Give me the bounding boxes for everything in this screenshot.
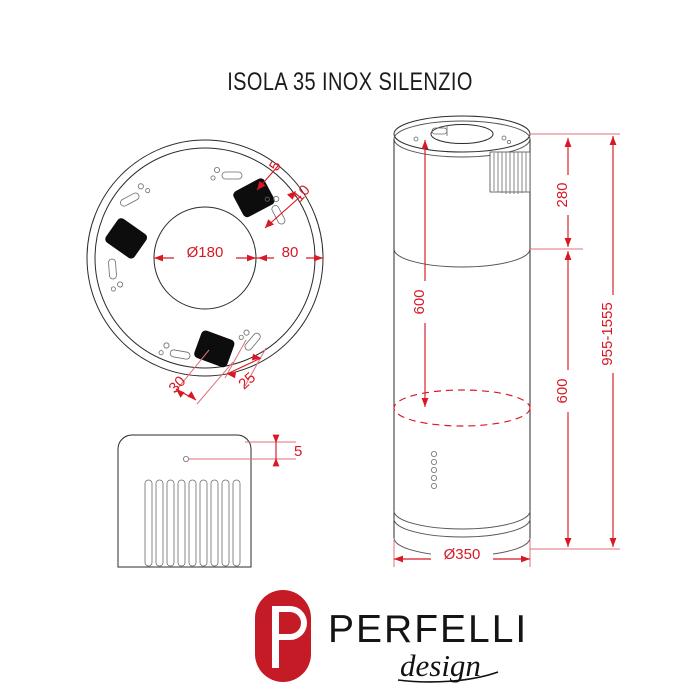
dimension-body-diameter-label: Ø350 (444, 546, 481, 563)
dimension-bracket-depth-label: 30 (165, 373, 189, 397)
base-band-ellipse-mid (393, 518, 531, 538)
dimension-duct-right-label: 600 (554, 378, 571, 403)
fixing-slot-cluster-bottom-right (238, 329, 261, 351)
fixing-slot-cluster-bottom-left (158, 342, 191, 360)
canopy-bottom-ellipse (393, 248, 531, 268)
dimension-bracket-gap-label: 5 (266, 158, 285, 174)
control-panel-buttons[interactable] (430, 450, 437, 489)
logo-mark-letter (272, 606, 307, 668)
dimension-duct-left-label: 600 (411, 289, 428, 314)
fixing-slot-cluster-left (108, 258, 124, 292)
dimension-filter-offset: 5 (188, 434, 302, 467)
dimension-canopy-height-label: 280 (554, 182, 571, 207)
top-plate-hole-left (413, 136, 419, 142)
mount-bracket-left (105, 218, 147, 259)
logo-tagline-text: design (400, 648, 481, 683)
dimension-bore-diameter-label: Ø180 (187, 244, 224, 261)
top-plate-hole-right (501, 135, 507, 141)
dimension-filter-offset-label: 5 (294, 443, 302, 460)
top-plate-hole-right-2 (506, 139, 512, 145)
telescopic-joint-ellipse (393, 389, 531, 427)
mount-bracket-bottom (194, 330, 235, 368)
fixing-slot-cluster-upper-left (120, 183, 151, 207)
dimension-canopy-height: 280 (554, 138, 576, 247)
dimension-total-height-label: 955-1555 (599, 302, 616, 365)
dimension-slot-pitch-label: 25 (235, 369, 259, 393)
top-view: Ø180 80 5 10 (86, 139, 324, 405)
canopy-vent-grille (489, 151, 531, 194)
filter-detail-view: 5 (117, 434, 302, 568)
fixing-slot-cluster-top (210, 166, 243, 181)
dimension-total-height: 955-1555 (599, 136, 622, 547)
filter-grille (144, 479, 241, 567)
front-view: 280 600 600 (393, 115, 622, 567)
filter-outline (117, 434, 252, 568)
top-plate-bore-ellipse (430, 124, 494, 144)
top-plate-slot (431, 125, 448, 136)
logo-tagline-flourish (397, 671, 499, 683)
dimension-slot-width: 10 (264, 182, 314, 229)
page-title: ISOLA 35 INOX SILENZIO (227, 68, 473, 96)
dimension-duct-right: 600 (554, 251, 576, 547)
dimension-bracket-gap: 5 (256, 158, 285, 191)
dimension-ring-width: 80 (256, 244, 323, 262)
logo-brand-text: PERFELLI (328, 608, 528, 651)
brand-logo: PERFELLI design (255, 590, 528, 683)
dimension-duct-left: 600 (411, 140, 433, 407)
mount-bracket-top-right (233, 178, 275, 218)
dimension-ring-width-label: 80 (282, 244, 299, 261)
dimension-bore-diameter: Ø180 (154, 244, 256, 262)
base-band-ellipse-upper (393, 510, 531, 530)
filter-pin-hole (182, 455, 189, 462)
dimension-body-diameter: Ø350 (393, 540, 531, 567)
